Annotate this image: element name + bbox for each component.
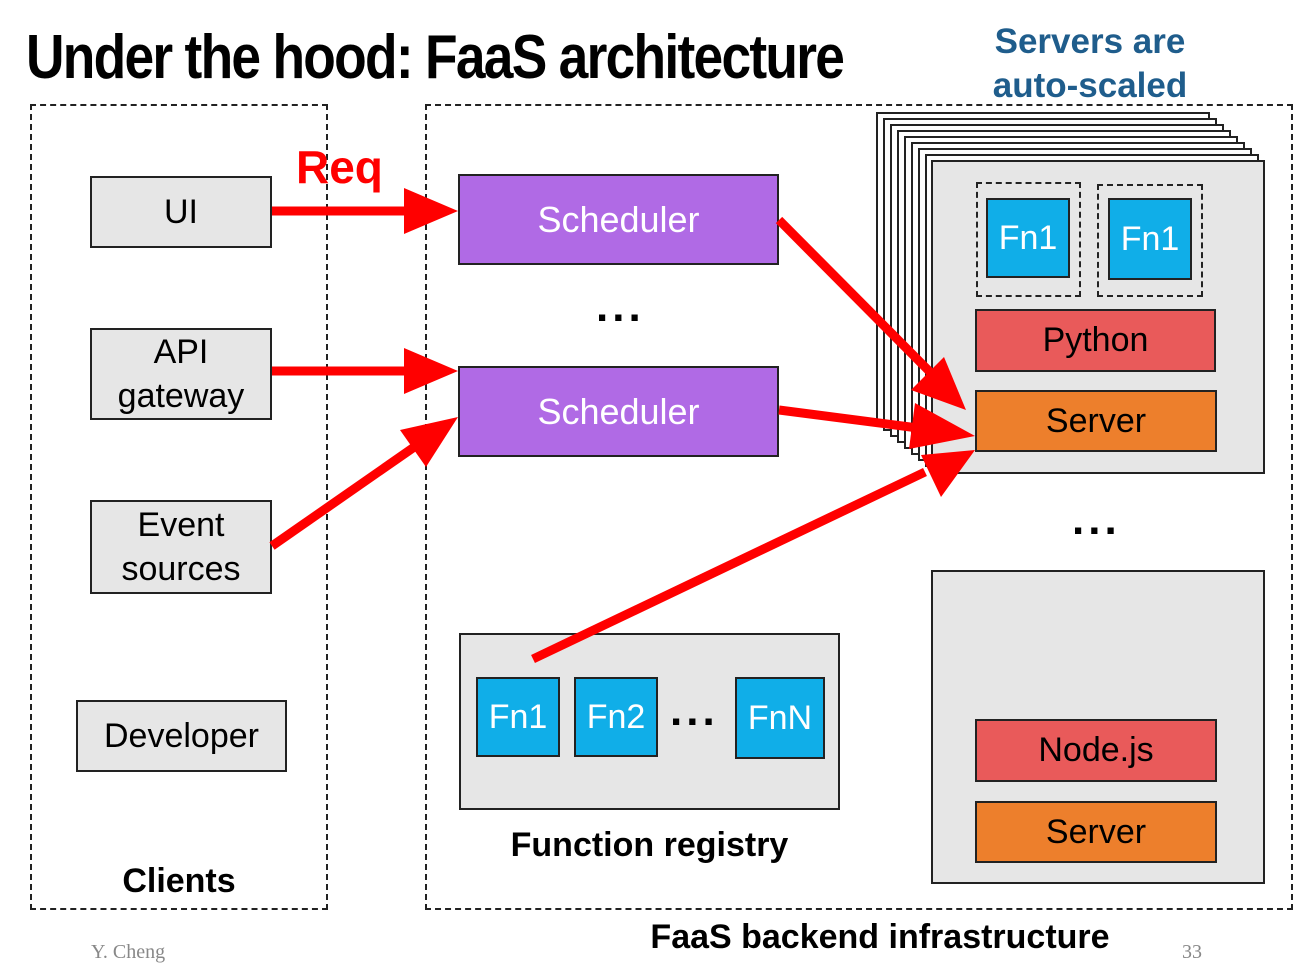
developer-client: Developer: [76, 700, 287, 772]
api-gateway-line1: API: [153, 333, 209, 371]
python-runtime: Python: [975, 309, 1216, 372]
backend-label: FaaS backend infrastructure: [650, 918, 1110, 956]
api-gateway-line2: gateway: [117, 377, 245, 415]
api-gateway-client: API gateway: [90, 328, 272, 420]
autoscale-note: Servers are auto-scaled: [960, 20, 1220, 108]
footer-author: Y. Cheng: [91, 941, 166, 963]
scheduler-top-label: Scheduler: [537, 198, 700, 240]
function-registry-label: Function registry: [510, 826, 789, 864]
server-a-server: Server: [975, 390, 1217, 452]
registry-fnN: FnN: [735, 677, 825, 759]
registry-fn1: Fn1: [476, 677, 560, 757]
registry-ellipsis: ...: [670, 686, 719, 735]
scheduler-top: Scheduler: [458, 174, 779, 265]
server-a-fn-right: Fn1: [1108, 198, 1192, 280]
registry-fnN-label: FnN: [747, 698, 813, 737]
autoscale-note-line2: auto-scaled: [992, 66, 1188, 105]
registry-fn2-label: Fn2: [586, 697, 646, 736]
backend-region: [425, 104, 1293, 910]
scheduler-bottom: Scheduler: [458, 366, 779, 457]
nodejs-runtime-label: Node.js: [1038, 731, 1154, 769]
scheduler-bottom-label: Scheduler: [537, 390, 700, 432]
registry-fn1-label: Fn1: [488, 697, 548, 736]
nodejs-runtime: Node.js: [975, 719, 1217, 782]
scheduler-ellipsis: ...: [596, 282, 645, 331]
server-a-fn-right-label: Fn1: [1120, 219, 1180, 258]
server-a-fn-left: Fn1: [986, 198, 1070, 278]
registry-fn2: Fn2: [574, 677, 658, 757]
footer-page-number: 33: [1182, 941, 1202, 963]
fn-container-left: [976, 182, 1081, 297]
python-runtime-label: Python: [1042, 321, 1149, 359]
fn-container-right: [1097, 184, 1203, 297]
request-label: Req: [296, 141, 383, 193]
event-sources-line2: sources: [121, 550, 241, 588]
clients-label: Clients: [122, 862, 236, 900]
server-a-server-label: Server: [1045, 401, 1147, 440]
developer-client-label: Developer: [104, 717, 259, 755]
event-sources-line1: Event: [137, 506, 225, 544]
server-b-server-label: Server: [1045, 812, 1147, 851]
server-b-server: Server: [975, 801, 1217, 863]
ui-client-label: UI: [164, 193, 198, 231]
server-a-fn-left-label: Fn1: [998, 218, 1058, 257]
autoscale-note-line1: Servers are: [994, 22, 1186, 61]
ui-client: UI: [90, 176, 272, 248]
slide-title: Under the hood: FaaS architecture: [26, 23, 845, 92]
event-sources-client: Event sources: [90, 500, 272, 594]
servers-ellipsis: ...: [1072, 495, 1121, 544]
